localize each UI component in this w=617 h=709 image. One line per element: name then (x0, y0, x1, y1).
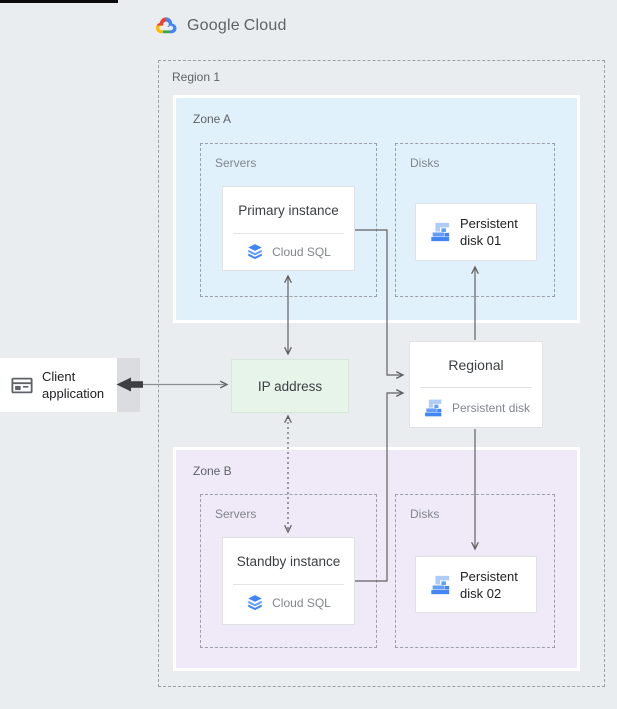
divider (420, 387, 532, 388)
persistent-disk-01-node: Persistent disk 01 (415, 203, 537, 261)
regional-service: Persistent disk (410, 388, 542, 427)
regional-title: Regional (448, 356, 504, 373)
regional-service-label: Persistent disk (452, 400, 531, 415)
logo-word-cloud: Cloud (243, 16, 287, 34)
client-label-line1: Client (42, 369, 76, 384)
client-application-label: Client application (42, 368, 104, 402)
primary-instance-node: Primary instance Cloud SQL (222, 186, 355, 271)
disk-label-line1: Persistent (460, 568, 518, 584)
top-black-bar (0, 0, 118, 3)
zone-a-disks-label: Disks (410, 156, 440, 170)
client-gray-panel (117, 358, 140, 412)
standby-instance-service: Cloud SQL (223, 585, 354, 621)
region-label: Region 1 (172, 70, 221, 84)
disk-label-line2: disk 01 (460, 233, 502, 248)
logo-word-google: Google (187, 16, 240, 34)
disk-label-line2: disk 02 (460, 585, 502, 601)
disk-label-line1: Persistent (460, 216, 518, 231)
persistent-disk-icon (431, 222, 450, 242)
persistent-disk-01-label: Persistent disk 01 (460, 215, 518, 249)
ip-address-node: IP address (231, 359, 349, 413)
client-application-node: Client application (0, 358, 117, 412)
cloud-sql-icon (248, 244, 262, 260)
standby-instance-node: Standby instance Cloud SQL (222, 537, 355, 625)
primary-instance-title: Primary instance (238, 202, 339, 218)
cloud-sql-icon (248, 595, 262, 611)
persistent-disk-icon (425, 399, 442, 416)
zone-b-label: Zone B (193, 464, 232, 478)
divider (233, 233, 344, 234)
client-application-icon (11, 377, 33, 393)
cloud-sql-label: Cloud SQL (272, 245, 331, 259)
persistent-disk-icon (431, 575, 450, 594)
regional-persistent-disk-node: Regional Persistent disk (409, 341, 543, 428)
cloud-sql-label: Cloud SQL (272, 596, 331, 610)
zone-b-disks-label: Disks (410, 507, 440, 521)
standby-instance-title: Standby instance (236, 553, 341, 569)
persistent-disk-02-node: Persistent disk 02 (415, 556, 537, 613)
primary-instance-service: Cloud SQL (223, 234, 354, 270)
google-cloud-logo-icon (153, 15, 179, 36)
zone-a-servers-label: Servers (215, 156, 257, 170)
zone-a-label: Zone A (193, 112, 232, 126)
client-label-line2: application (42, 386, 105, 401)
zone-b-servers-label: Servers (215, 507, 257, 521)
persistent-disk-02-label: Persistent disk 02 (460, 568, 518, 602)
region-boundary (158, 60, 605, 687)
divider (233, 584, 344, 585)
